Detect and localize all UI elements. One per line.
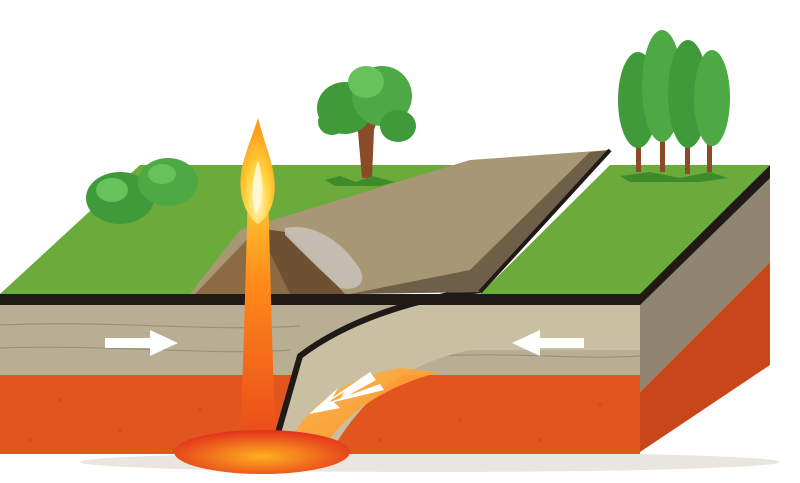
center-tree-icon (317, 66, 416, 186)
subduction-arrow-icon (309, 372, 384, 414)
plate-arrow-right-icon (105, 330, 178, 356)
subduction-glow (285, 368, 440, 454)
magma-chamber (174, 430, 350, 474)
block-side-rock (640, 170, 770, 392)
smoke-plume-icon (285, 226, 363, 289)
subducting-plate (270, 292, 640, 454)
forest-icon (618, 30, 730, 182)
trench-ridge (478, 148, 612, 294)
left-shrub-icon (86, 158, 198, 224)
magma-column (240, 190, 276, 454)
volcano-shade (258, 228, 345, 294)
subducting-plate-edge (269, 287, 481, 455)
crust-top-line (0, 294, 640, 305)
plate-arrow-left-icon (512, 330, 584, 356)
grass-right (480, 165, 770, 294)
trench-shadow (350, 150, 610, 294)
block-side-crust (640, 165, 770, 305)
flame-core (252, 160, 263, 214)
block-side-mantle (640, 262, 770, 452)
mantle-texture (28, 398, 602, 442)
